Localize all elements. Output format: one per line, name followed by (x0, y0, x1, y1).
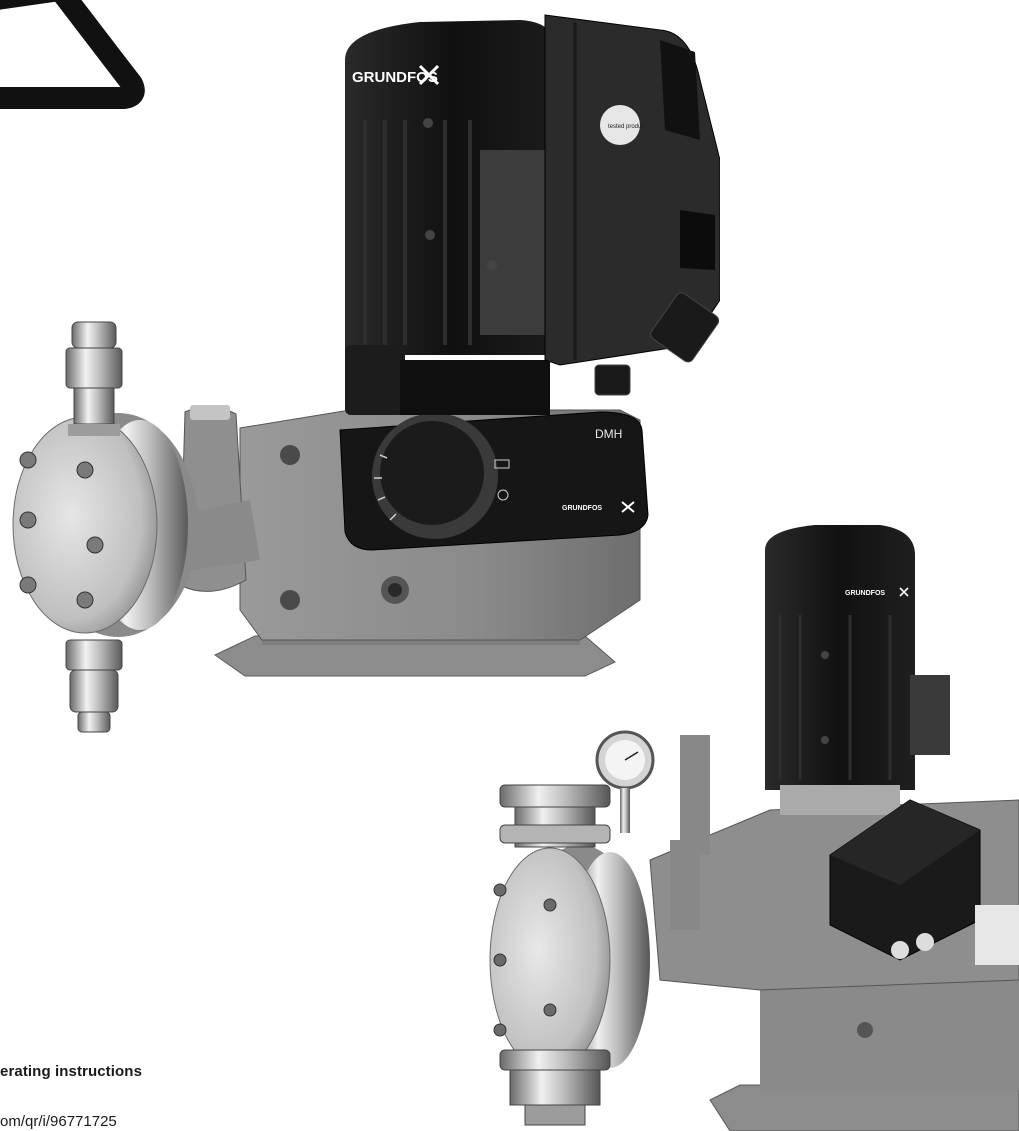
stroke-adjust-dial-icon (374, 454, 397, 521)
svg-text:GRUNDFOS: GRUNDFOS (352, 69, 438, 86)
document-title: erating instructions (0, 1063, 143, 1080)
svg-text:DMH: DMH (595, 427, 622, 441)
svg-text:GRUNDFOS: GRUNDFOS (845, 590, 885, 597)
grundfos-x-logo-icon: GRUNDFOS (562, 501, 635, 513)
qr-link[interactable]: om/qr/i/96771725 (0, 1113, 117, 1130)
svg-text:tested product: tested product (608, 124, 646, 130)
pump-small-illustration: GRUNDFOS (489, 525, 1019, 1131)
corner-triangle-mark (0, 0, 145, 109)
cable-gland (594, 292, 720, 396)
svg-text:GRUNDFOS: GRUNDFOS (562, 505, 602, 512)
pump-large-illustration: DMH GRUNDFOS GRUNDFOS tested product (12, 14, 720, 733)
